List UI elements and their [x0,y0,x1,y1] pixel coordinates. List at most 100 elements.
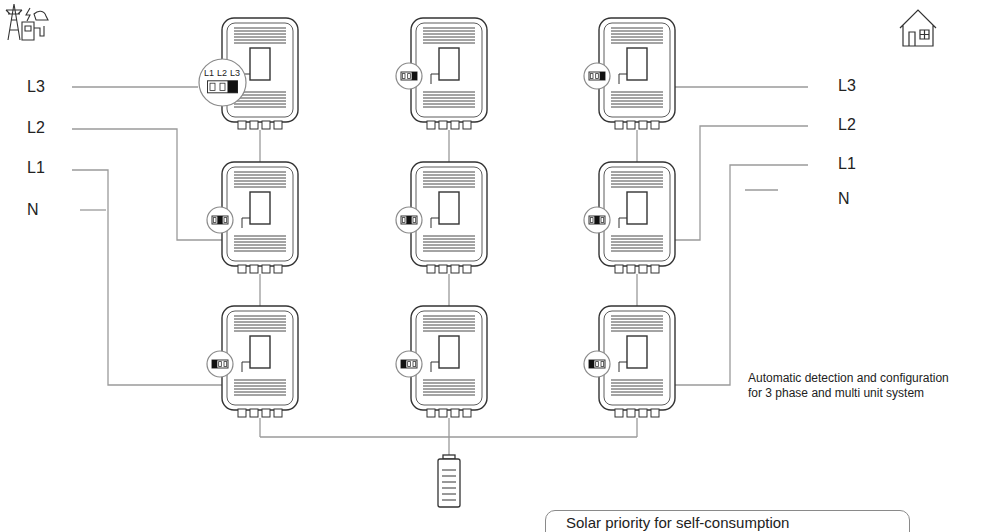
battery [438,455,460,507]
magnified-switch: L1L2L3 [198,58,247,107]
grill-line [234,37,286,38]
inverter-frame [416,23,482,117]
grill-line [234,104,286,105]
house-icon [900,10,936,46]
inverter-body [222,306,298,410]
grill-line [611,386,663,387]
grill-line [611,322,663,323]
wire [259,274,260,306]
grill-line [611,395,663,396]
dip-off [413,218,416,223]
grill-line [611,383,663,384]
grill-line [423,40,475,41]
grill-line [234,34,286,35]
grill-line [611,187,663,188]
house-outline [900,10,936,46]
grill-line [234,319,286,320]
terminal [250,265,258,273]
terminal [451,121,459,129]
terminal [463,265,471,273]
grill-line [423,322,475,323]
grill-line [611,316,663,317]
grill-line [423,95,475,96]
display-bracket [619,362,627,372]
display [439,48,459,80]
badge-circle [396,63,422,89]
terminal [439,265,447,273]
terminal [274,121,282,129]
wire [636,274,637,306]
grill-line [611,325,663,326]
grill-line [423,395,475,396]
inverter-body [411,162,487,266]
dip-switch-large [207,80,237,92]
display [439,192,459,224]
dip-on [217,216,222,224]
dip-on [589,360,594,368]
wire [448,274,449,306]
dip-off [590,74,593,79]
grill-line [611,172,663,173]
display-bracket [619,218,627,228]
grill-line [423,242,475,243]
grill-line [423,104,475,105]
terminal [651,265,659,273]
terminal [238,409,246,417]
grill-line [423,239,475,240]
switch-legend: L1L2L3 [198,68,247,78]
grill-line [234,386,286,387]
dip-badge [584,207,610,233]
grill-line [234,380,286,381]
phase-label: L2 [838,115,856,135]
grill-line [611,104,663,105]
grill-line [611,28,663,29]
wire [72,86,198,87]
battery-cell [442,488,456,489]
dip-on [227,80,237,92]
grill-line [234,98,286,99]
grill-line [611,95,663,96]
battery-cell [442,476,456,477]
display-bracket [242,218,250,228]
dip-off [220,83,225,90]
grill-line [423,392,475,393]
display [250,48,270,80]
dip-badge [584,351,610,377]
grill-line [611,181,663,182]
dip-on [406,216,411,224]
terminal [451,409,459,417]
grill-line [423,28,475,29]
inverter-body [411,18,487,122]
grill-line [423,386,475,387]
wire [259,130,260,162]
terminal [639,265,647,273]
grill-line [423,389,475,390]
dip-switch [401,72,417,80]
grill-line [234,31,286,32]
inverter [222,306,298,417]
wire [636,418,637,437]
inverter-frame [416,167,482,261]
grill-line [611,248,663,249]
battery-cell [442,482,456,483]
wire [636,130,637,162]
grill-line [423,107,475,108]
inverter-frame [227,167,293,261]
dip-off [219,362,222,367]
grill-line [234,322,286,323]
grill-line [234,245,286,246]
grill-line [611,92,663,93]
dip-off [408,362,411,367]
grill-line [423,187,475,188]
dip-switch [401,360,417,368]
grill-line [423,175,475,176]
phase-label: L3 [27,77,45,97]
terminal [639,121,647,129]
terminal [627,265,635,273]
grill-line [611,40,663,41]
grill-line [234,316,286,317]
terminal [427,121,435,129]
wire [72,129,222,240]
grill-line [423,101,475,102]
circle-outline [198,58,247,107]
